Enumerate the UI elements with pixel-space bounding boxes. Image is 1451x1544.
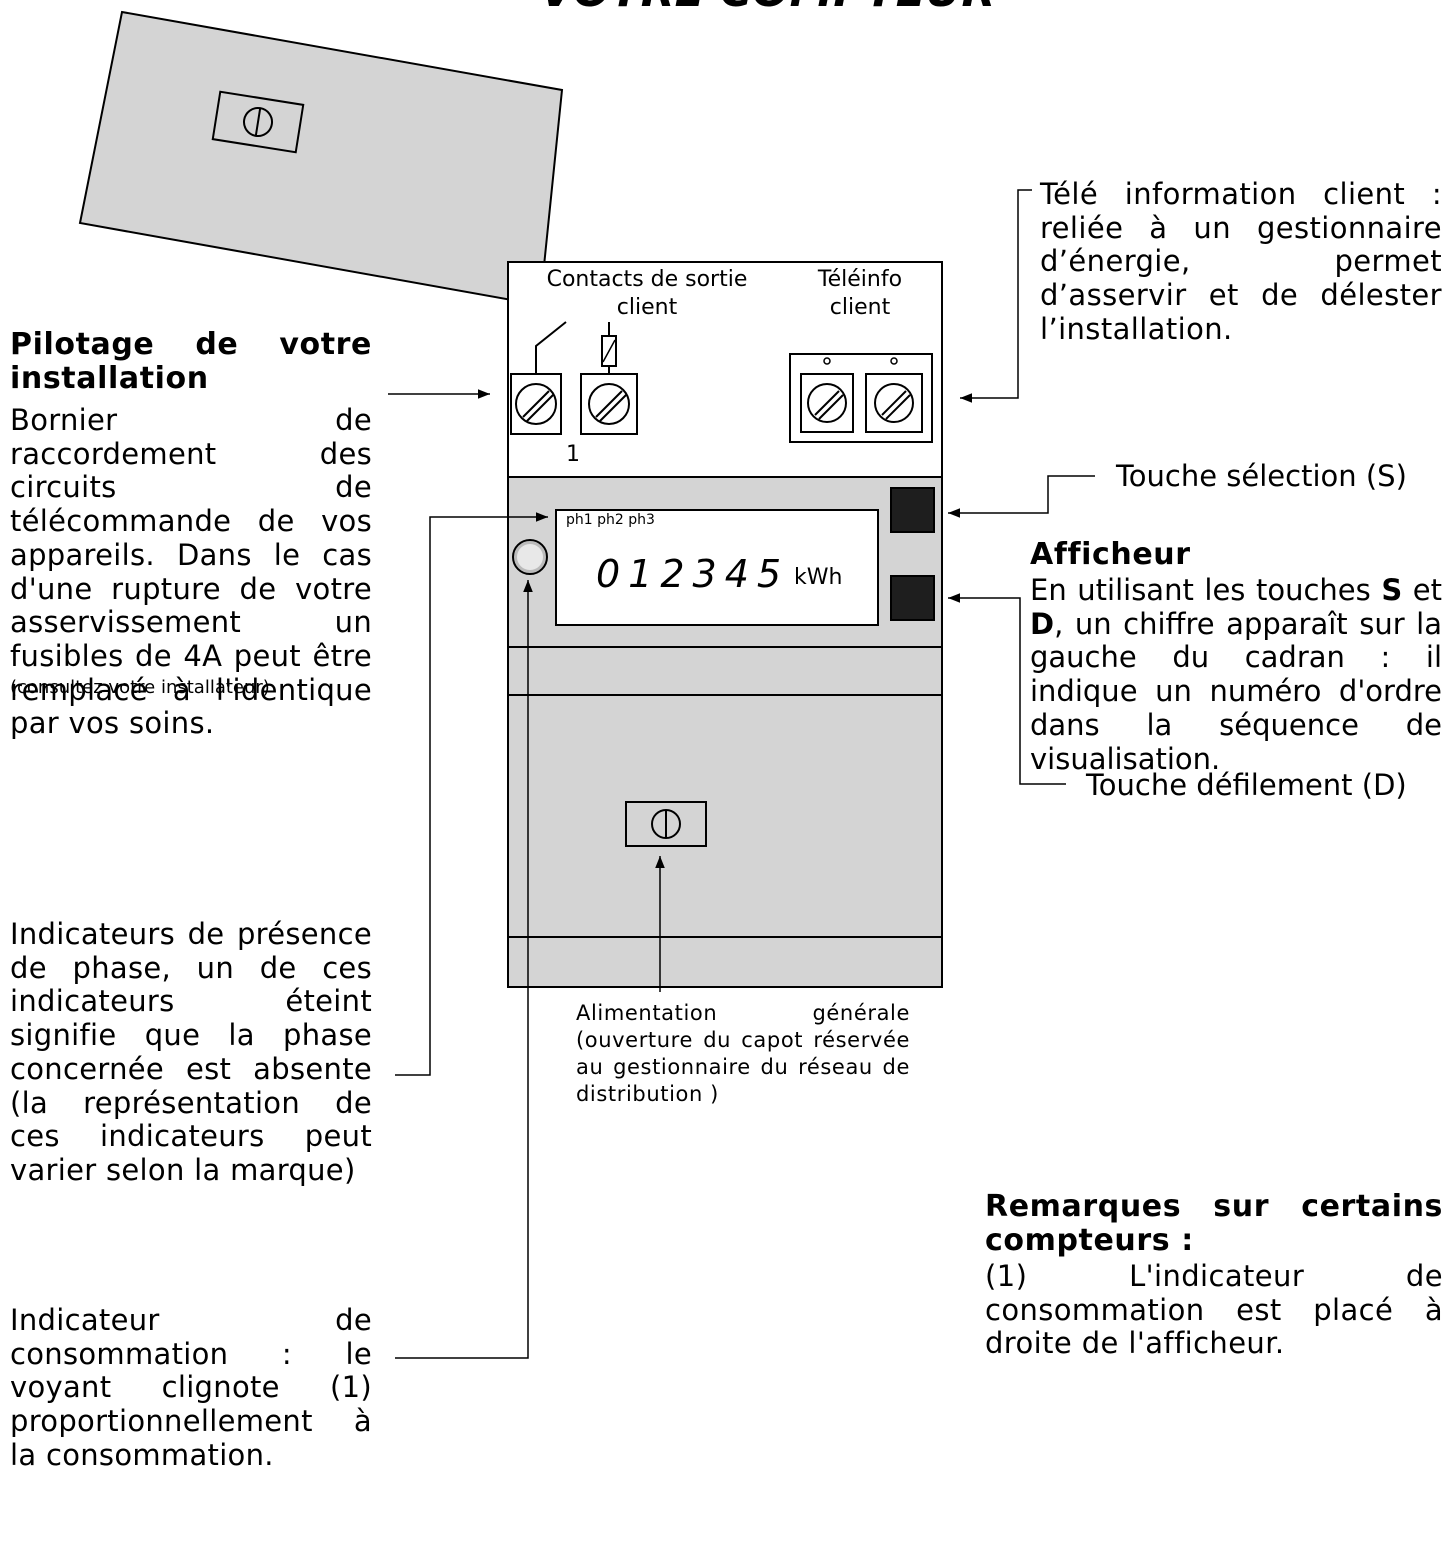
afficheur-text-1: En utilisant les touches — [1030, 573, 1382, 607]
pilotage-note: (consultez votre installateur) — [10, 677, 270, 698]
output-contacts-label: Contacts de sortie client — [546, 267, 748, 320]
consumption-indicator-text: Indicateur de consommation : le voyant c… — [10, 1303, 372, 1472]
phase-indicators-text: Indicateurs de présence de phase, un de … — [10, 917, 372, 1187]
lcd-display — [555, 509, 879, 626]
afficheur-key-d: D — [1030, 606, 1055, 641]
pilotage-heading: Pilotage de votre installation — [10, 327, 372, 396]
arrow-scroll-key — [948, 593, 1066, 785]
output-contacts-terminal — [510, 321, 638, 435]
afficheur-heading: Afficheur — [1030, 537, 1191, 572]
display-unit: kWh — [794, 565, 843, 590]
display-phase-labels: ph1 ph2 ph3 — [566, 512, 655, 528]
teleinfo-description: Télé information client : reliée à un ge… — [1040, 177, 1442, 346]
afficheur-body: En utilisant les touches S et D, un chif… — [1030, 573, 1443, 776]
page-title: VOTRE COMPTEUR — [540, 0, 1100, 14]
afficheur-key-s: S — [1381, 573, 1403, 607]
select-key-label: Touche sélection (S) — [1116, 459, 1407, 493]
scroll-key-label: Touche défilement (D) — [1086, 768, 1407, 802]
consumption-led-icon — [512, 539, 548, 575]
seal-screw — [625, 801, 707, 847]
afficheur-text-3: , un chiffre apparaît sur la gauche du c… — [1030, 606, 1442, 776]
afficheur-text-2: et — [1402, 573, 1443, 607]
cover-plate — [78, 10, 564, 307]
select-key-button[interactable] — [890, 487, 935, 533]
arrow-consumption-led — [395, 580, 533, 1359]
remarks-body: (1) L'indicateur de consommation est pla… — [985, 1259, 1443, 1361]
teleinfo-terminal — [789, 353, 933, 443]
display-value: 012345 — [596, 552, 790, 596]
scroll-key-button[interactable] — [890, 575, 935, 621]
pilotage-body: Bornier de raccordement des circuits de … — [10, 403, 372, 741]
terminal-number: 1 — [566, 442, 580, 467]
arrow-phase-indicators — [395, 512, 548, 1076]
remarks-heading: Remarques sur certains compteurs : — [985, 1189, 1443, 1258]
alimentation-caption: Alimentation générale (ouverture du capo… — [576, 1001, 910, 1106]
arrow-select-key — [948, 475, 1095, 518]
teleinfo-terminal-label: Téléinfo client — [817, 267, 903, 320]
arrow-teleinfo — [960, 189, 1032, 403]
